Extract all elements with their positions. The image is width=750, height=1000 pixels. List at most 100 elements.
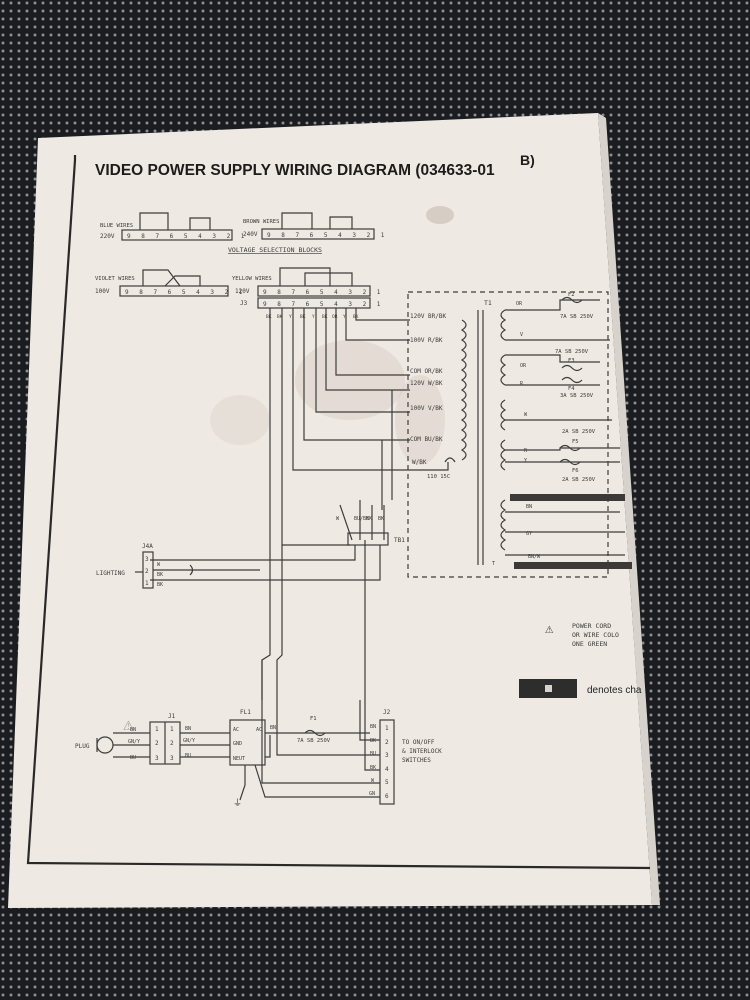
- svg-text:OR WIRE COLO: OR WIRE COLO: [572, 631, 619, 639]
- svg-text:120V BR/BK: 120V BR/BK: [410, 313, 447, 320]
- svg-text:OR: OR: [520, 363, 527, 369]
- svg-text:OR: OR: [332, 314, 338, 320]
- svg-text:5: 5: [385, 779, 389, 786]
- svg-text:& INTERLOCK: & INTERLOCK: [402, 748, 442, 755]
- svg-text:POWER CORD: POWER CORD: [572, 622, 611, 630]
- svg-text:240V: 240V: [243, 231, 258, 238]
- svg-text:110 15C: 110 15C: [427, 474, 450, 480]
- changed-wire-marker: [514, 562, 632, 569]
- svg-text:2A SB 250V: 2A SB 250V: [562, 477, 596, 483]
- svg-text:J3: J3: [240, 300, 248, 307]
- svg-text:BN: BN: [370, 724, 376, 730]
- svg-text:3: 3: [155, 755, 159, 762]
- revision-label: B): [520, 152, 535, 168]
- svg-text:W: W: [336, 516, 340, 522]
- svg-text:GY: GY: [526, 531, 532, 537]
- svg-text:1: 1: [170, 726, 174, 733]
- svg-text:120V W/BK: 120V W/BK: [410, 380, 443, 387]
- svg-text:BK: BK: [277, 314, 283, 320]
- transformer-secondary: OR V OR R W R Y BN GY BN/W: [500, 299, 632, 569]
- stain: [395, 375, 445, 465]
- legend-text: denotes cha: [587, 685, 642, 696]
- svg-text:V: V: [520, 332, 523, 338]
- svg-text:7A SB 250V: 7A SB 250V: [560, 314, 594, 320]
- svg-text:1: 1: [155, 726, 159, 733]
- svg-text:BK: BK: [378, 516, 384, 522]
- svg-text:9 8 7 6 5 4 3 2 1: 9 8 7 6 5 4 3 2 1: [125, 289, 246, 296]
- svg-text:Y: Y: [343, 314, 346, 320]
- svg-text:7A SB 250V: 7A SB 250V: [297, 738, 331, 744]
- svg-text:BK: BK: [300, 314, 306, 320]
- svg-text:GN/Y: GN/Y: [128, 739, 140, 745]
- svg-text:NEUT: NEUT: [233, 756, 245, 762]
- voltage-block-blue: BLUE WIRES 220V 9 8 7 6 5 4 3 2 1: [100, 212, 248, 241]
- svg-text:3: 3: [170, 755, 174, 762]
- legend-swatch-dot: [545, 685, 552, 692]
- diagram-title: VIDEO POWER SUPPLY WIRING DIAGRAM (03463…: [95, 162, 495, 179]
- connector-j4a: J4A 3 2 1 LIGHTING W BK BK: [96, 543, 260, 589]
- fuse-f6: F6 2A SB 250V: [559, 458, 596, 483]
- svg-text:100V R/BK: 100V R/BK: [410, 337, 443, 344]
- svg-text:BK: BK: [370, 765, 376, 771]
- svg-text:220V: 220V: [100, 233, 115, 240]
- svg-text:ONE GREEN: ONE GREEN: [572, 640, 607, 648]
- svg-text:BK: BK: [157, 582, 163, 588]
- svg-text:7A SB 250V: 7A SB 250V: [555, 349, 589, 355]
- svg-text:F2: F2: [568, 292, 575, 298]
- svg-text:6: 6: [385, 793, 389, 800]
- svg-text:GN/Y: GN/Y: [183, 738, 195, 744]
- svg-text:SWITCHES: SWITCHES: [402, 757, 431, 764]
- svg-text:TO ON/OFF: TO ON/OFF: [402, 739, 435, 746]
- svg-text:J4A: J4A: [142, 543, 153, 550]
- svg-text:4: 4: [385, 766, 389, 773]
- svg-text:BK: BK: [322, 314, 328, 320]
- svg-text:BU: BU: [130, 755, 136, 761]
- svg-text:F1: F1: [310, 716, 317, 722]
- svg-text:FL1: FL1: [240, 709, 251, 716]
- svg-text:AC: AC: [233, 727, 239, 733]
- svg-text:9 8 7 6 5 4 3 2 1: 9 8 7 6 5 4 3 2 1: [267, 232, 388, 239]
- svg-text:120V: 120V: [235, 288, 250, 295]
- svg-text:BN: BN: [130, 727, 136, 733]
- svg-text:LIGHTING: LIGHTING: [96, 570, 125, 577]
- svg-text:W: W: [524, 412, 528, 418]
- svg-text:BN: BN: [185, 726, 191, 732]
- svg-text:F6: F6: [572, 468, 579, 474]
- fuse-f5: 2A SB 250V F5: [559, 429, 596, 452]
- stain: [426, 206, 454, 224]
- svg-text:VIOLET WIRES: VIOLET WIRES: [95, 276, 135, 282]
- fuse-f3: 7A SB 250V F3: [555, 349, 589, 372]
- svg-text:⚠: ⚠: [123, 714, 134, 735]
- svg-text:2: 2: [145, 568, 149, 575]
- svg-text:GN: GN: [369, 791, 375, 797]
- svg-text:BK: BK: [366, 516, 372, 522]
- svg-text:2: 2: [385, 739, 389, 746]
- svg-text:100V V/BK: 100V V/BK: [410, 405, 443, 412]
- svg-text:BLUE WIRES: BLUE WIRES: [100, 223, 133, 229]
- svg-text:BU: BU: [370, 751, 376, 757]
- sheet-border: [26, 155, 651, 870]
- svg-text:T: T: [492, 561, 495, 567]
- voltage-block-violet: VIOLET WIRES 100V 9 8 7 6 5 4 3 2 1: [95, 269, 246, 297]
- connector-j3: J3 9 8 7 6 5 4 3 2 1 BK BK Y BK Y BK OR …: [240, 297, 380, 320]
- svg-text:2: 2: [170, 740, 174, 747]
- svg-text:F5: F5: [572, 439, 579, 445]
- svg-text:T1: T1: [484, 299, 492, 307]
- svg-text:Y: Y: [312, 314, 315, 320]
- svg-text:BU/BK: BU/BK: [354, 516, 369, 522]
- svg-text:GND: GND: [233, 741, 242, 747]
- changed-wire-marker: [510, 494, 625, 501]
- svg-text:Y: Y: [524, 458, 527, 464]
- voltage-block-brown: BROWN WIRES 240V 9 8 7 6 5 4 3 2 1: [243, 212, 388, 240]
- svg-text:9 8 7 6 5 4 3 2 1: 9 8 7 6 5 4 3 2 1: [263, 289, 384, 296]
- svg-text:BN: BN: [270, 725, 276, 731]
- svg-text:BK: BK: [370, 738, 376, 744]
- warning-icon: ⚠: [545, 621, 554, 637]
- svg-text:3: 3: [145, 556, 149, 563]
- svg-text:9 8 7 6 5 4 3 2 1: 9 8 7 6 5 4 3 2 1: [127, 233, 248, 240]
- svg-text:F4: F4: [568, 386, 575, 392]
- paper-shadow-edge: [598, 113, 660, 905]
- svg-text:R: R: [520, 381, 524, 387]
- svg-text:AC: AC: [256, 727, 262, 733]
- svg-text:W/BK: W/BK: [412, 459, 427, 466]
